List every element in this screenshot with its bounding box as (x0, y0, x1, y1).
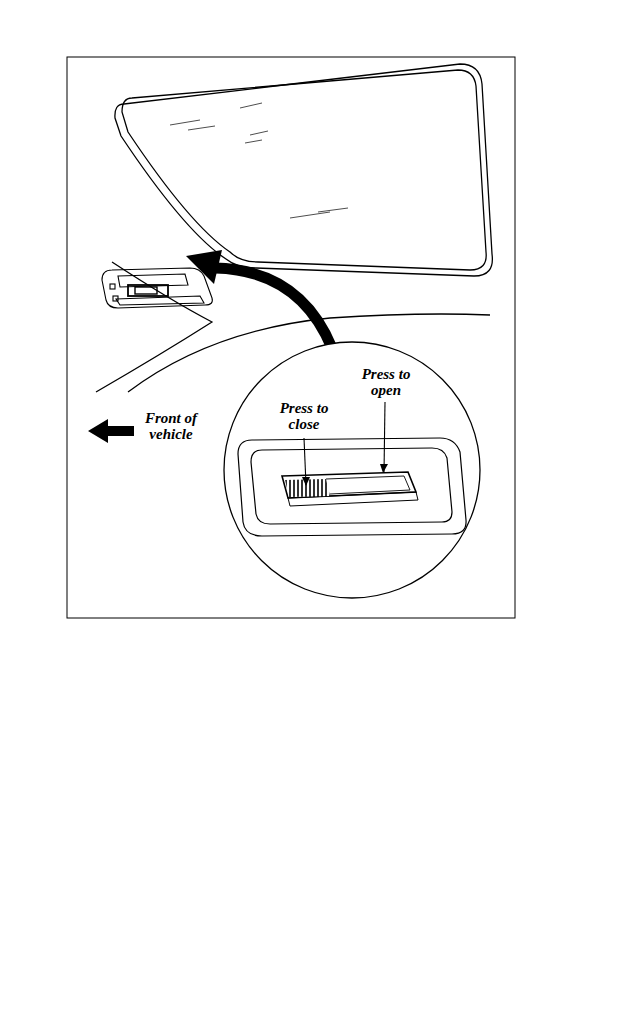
frame (67, 57, 515, 618)
leader-line (384, 402, 385, 473)
overhead-console (102, 268, 212, 308)
sunroof-glass (115, 64, 492, 276)
press-to-close-label: Press to close (271, 400, 337, 432)
leader-arrowhead (380, 464, 388, 473)
pointer-arrow (186, 250, 332, 348)
magnifier-circle (224, 342, 480, 598)
press-to-open-label: Press to open (353, 366, 419, 398)
switch-housing (238, 438, 466, 536)
leader-arrowhead (302, 477, 310, 486)
direction-arrow (88, 419, 134, 443)
front-direction-label: Front of vehicle (138, 410, 204, 442)
